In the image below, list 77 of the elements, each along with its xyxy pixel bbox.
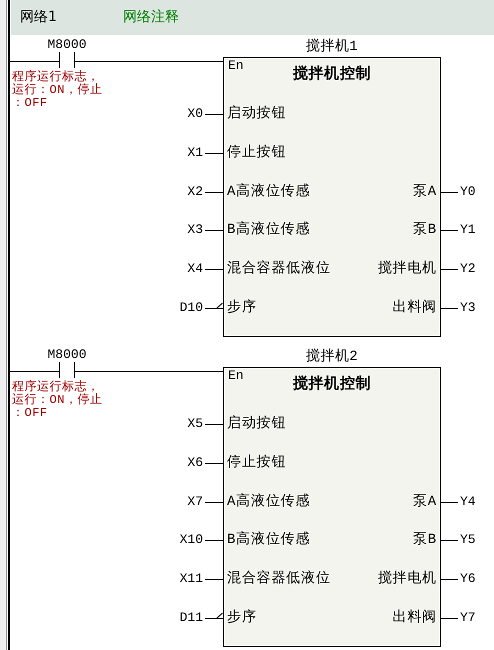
wire xyxy=(90,371,224,372)
wire xyxy=(440,502,458,503)
wire xyxy=(440,540,458,541)
input-pin-label: 步序 xyxy=(223,609,261,627)
wire xyxy=(90,61,224,62)
wire xyxy=(204,192,224,193)
device-address: Y3 xyxy=(458,299,476,317)
device-address: X4 xyxy=(187,260,205,278)
output-pin-label: 泵A xyxy=(408,183,441,201)
device-address: Y0 xyxy=(458,183,476,201)
input-pin-label: 启动按钮 xyxy=(223,105,290,123)
input-pin-label: 启动按钮 xyxy=(223,415,290,433)
output-pin-label: 出料阀 xyxy=(388,609,441,627)
output-pin-label: 搅拌电机 xyxy=(374,570,441,588)
input-pin-label: A高液位传感 xyxy=(223,183,314,201)
device-address: D10 xyxy=(180,299,205,317)
device-address: X0 xyxy=(187,105,205,123)
input-pin-label: B高液位传感 xyxy=(223,531,314,549)
wire xyxy=(204,424,224,425)
wire xyxy=(204,302,224,310)
output-pin-label: 泵A xyxy=(408,493,441,511)
wire xyxy=(440,192,458,193)
device-address: X11 xyxy=(180,570,205,588)
device-address: X7 xyxy=(187,493,205,511)
device-address: Y1 xyxy=(458,221,476,239)
wire xyxy=(10,61,44,62)
device-address: X6 xyxy=(187,454,205,472)
wire xyxy=(204,463,224,464)
network-header xyxy=(11,0,494,35)
device-address: M8000 xyxy=(48,38,86,51)
wire xyxy=(204,612,224,620)
input-pin-label: 混合容器低液位 xyxy=(223,260,335,278)
device-address: X5 xyxy=(187,415,205,433)
output-pin-label: 出料阀 xyxy=(388,299,441,317)
device-address: Y2 xyxy=(458,260,476,278)
device-address: Y7 xyxy=(458,609,476,627)
input-pin-label: 混合容器低液位 xyxy=(223,570,335,588)
wire xyxy=(204,230,224,231)
wire xyxy=(440,269,458,270)
network-comment: 网络注释 xyxy=(123,8,179,26)
device-address: D11 xyxy=(180,609,205,627)
device-address: Y4 xyxy=(458,493,476,511)
device-address: X10 xyxy=(180,531,205,549)
output-pin-label: 搅拌电机 xyxy=(374,260,441,278)
output-pin-label: 泵B xyxy=(408,221,441,239)
wire xyxy=(204,579,224,580)
device-address: X2 xyxy=(187,183,205,201)
wire xyxy=(440,308,458,309)
device-address: M8000 xyxy=(48,348,86,361)
wire xyxy=(204,269,224,270)
enable-pin-label: En xyxy=(223,57,246,75)
wire xyxy=(204,114,224,115)
device-address: X1 xyxy=(187,144,205,162)
wire xyxy=(204,153,224,154)
wire xyxy=(204,502,224,503)
device-address: X3 xyxy=(187,221,205,239)
wire xyxy=(10,371,44,372)
instance-name: 搅拌机2 xyxy=(306,349,358,365)
input-pin-label: 停止按钮 xyxy=(223,454,290,472)
enable-pin-label: En xyxy=(223,367,246,385)
wire xyxy=(440,618,458,619)
output-pin-label: 泵B xyxy=(408,531,441,549)
block-title: 搅拌机控制 xyxy=(293,376,371,394)
network-number: 网络1 xyxy=(20,8,57,26)
instance-name: 搅拌机1 xyxy=(306,39,358,55)
wire xyxy=(440,579,458,580)
device-comment: 程序运行标志，运行：ON，停止：OFF xyxy=(12,71,104,110)
input-pin-label: 步序 xyxy=(223,299,261,317)
device-address: Y5 xyxy=(458,531,476,549)
device-address: Y6 xyxy=(458,570,476,588)
input-pin-label: B高液位传感 xyxy=(223,221,314,239)
input-pin-label: A高液位传感 xyxy=(223,493,314,511)
input-pin-label: 停止按钮 xyxy=(223,144,290,162)
device-comment: 程序运行标志，运行：ON，停止：OFF xyxy=(12,381,104,420)
wire xyxy=(440,230,458,231)
wire xyxy=(204,540,224,541)
block-title: 搅拌机控制 xyxy=(293,66,371,84)
